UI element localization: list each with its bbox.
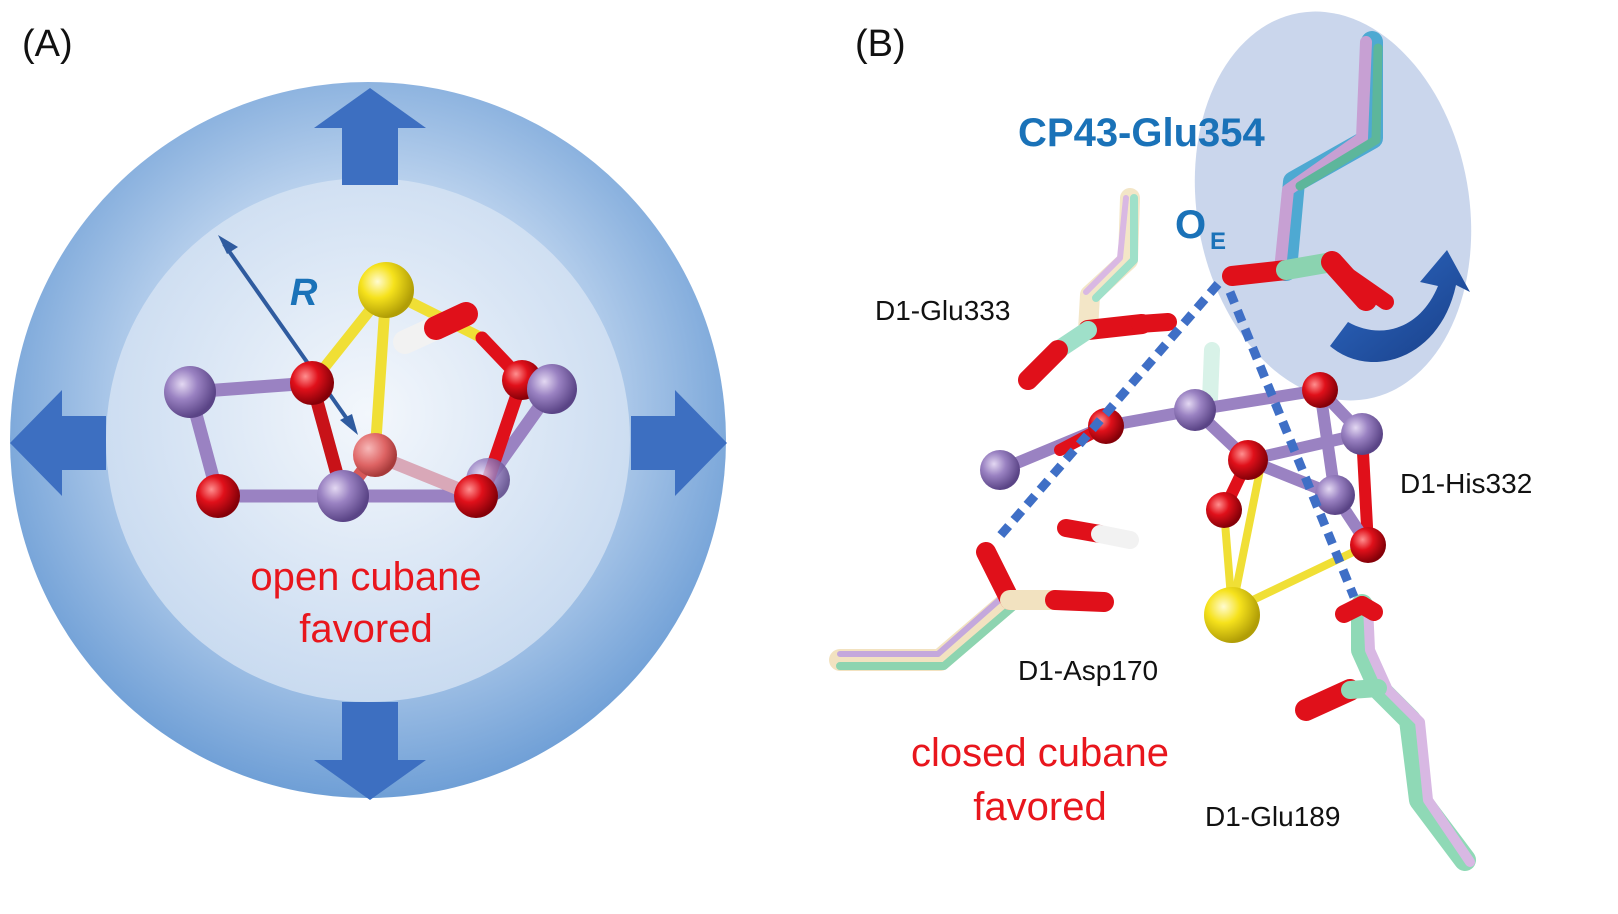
- residue-label-glu189: D1-Glu189: [1205, 801, 1340, 832]
- oxygen-e-subscript: E: [1210, 228, 1226, 255]
- panel-a: (A) R: [10, 23, 727, 800]
- hbond-dashed-lines: [996, 281, 1359, 599]
- water-molecule-a: [393, 302, 478, 354]
- oxygen-atom: [1350, 527, 1386, 563]
- caption-a-line2: favored: [299, 607, 432, 651]
- manganese-atom: [317, 470, 369, 522]
- residue-label-his332: D1-His332: [1400, 468, 1532, 499]
- oxygen-atom: [290, 361, 334, 405]
- manganese-atom: [164, 366, 216, 418]
- background-stick: [1202, 342, 1220, 408]
- expand-arrow-up: [314, 88, 426, 185]
- manganese-atom: [527, 364, 577, 414]
- expand-arrow-right: [631, 390, 727, 496]
- panel-b-label: (B): [855, 23, 906, 65]
- d1-glu333-stick: [1018, 188, 1177, 390]
- expand-arrow-down: [314, 702, 426, 800]
- d1-asp170-stick: [829, 542, 1114, 671]
- caption-b-line1: closed cubane: [911, 731, 1169, 775]
- open-cubane-atoms: [164, 262, 577, 522]
- calcium-atom: [1204, 587, 1260, 643]
- panel-a-label: (A): [22, 23, 73, 65]
- oxygen-atom: [454, 474, 498, 518]
- residue-label-asp170: D1-Asp170: [1018, 655, 1158, 686]
- oxygen-atom: [353, 433, 397, 477]
- manganese-atom: [1341, 413, 1383, 455]
- cp43-glu354-stick: [1222, 31, 1394, 311]
- oxygen-atom: [1302, 372, 1338, 408]
- caption-a-line1: open cubane: [250, 555, 481, 599]
- panel-b: (B) CP43-Glu354 O E: [829, 11, 1532, 871]
- manganese-atom: [1315, 475, 1355, 515]
- closed-cubane-atoms: [980, 372, 1386, 643]
- glu354-highlight-ellipse: [1194, 11, 1472, 401]
- oxygen-atom: [1206, 492, 1242, 528]
- d1-glu189-stick: [1295, 594, 1476, 871]
- oxygen-e-label: O: [1175, 203, 1206, 247]
- radius-arrow: [218, 235, 358, 435]
- water-molecule-b: [1057, 519, 1139, 549]
- radius-label: R: [290, 272, 318, 314]
- rotation-arrow: [1330, 250, 1470, 363]
- oxygen-atom: [196, 474, 240, 518]
- calcium-atom: [358, 262, 414, 318]
- glu354-label: CP43-Glu354: [1018, 111, 1266, 155]
- expand-arrow-left: [10, 390, 106, 496]
- manganese-atom: [1174, 389, 1216, 431]
- oxygen-atom: [1088, 408, 1124, 444]
- manganese-atom: [980, 450, 1020, 490]
- oxygen-atom: [1228, 440, 1268, 480]
- residue-label-glu333: D1-Glu333: [875, 295, 1010, 326]
- caption-b-line2: favored: [973, 785, 1106, 829]
